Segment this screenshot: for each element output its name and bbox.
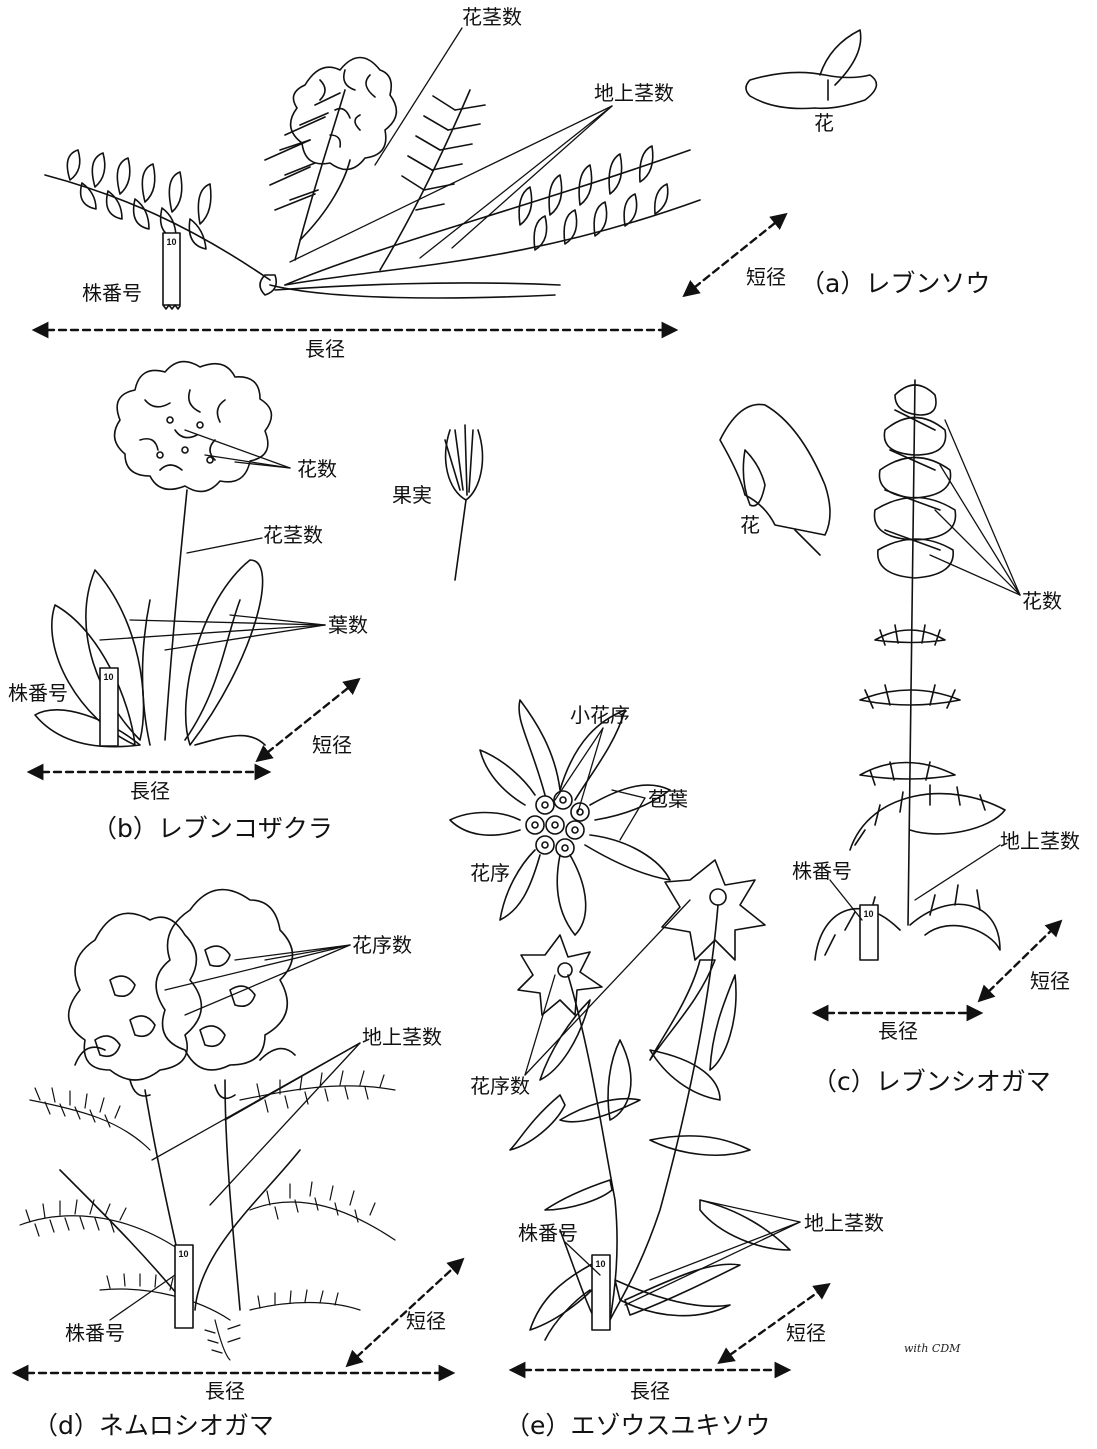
plant-b-long-diameter-label: 長径	[130, 780, 170, 802]
plant-a-flower-detail	[746, 30, 876, 109]
plant-c-flower-count-label: 花数	[1022, 590, 1062, 612]
plant-c-short-diameter-label: 短径	[1030, 970, 1070, 992]
bract-label: 苞葉	[648, 788, 688, 810]
plant-b-flower-count-label: 花数	[297, 458, 337, 480]
plant-b-fruit-label: 果実	[392, 484, 432, 506]
plant-e-plant-number-label: 株番号	[518, 1222, 578, 1244]
plant-a-plant-number-label: 株番号	[82, 282, 142, 304]
plant-a-flower-label: 花	[814, 112, 834, 134]
plant-c-flower-spike	[875, 385, 956, 578]
plant-d-caption: （d）ネムロシオガマ	[33, 1412, 274, 1440]
fruit-drawing	[445, 425, 482, 580]
plant-c-drawing	[720, 380, 1005, 960]
plant-b-flower-umbel	[115, 362, 272, 492]
plant-a-tag-number: 10	[164, 237, 179, 247]
plant-c-long-diameter-label: 長径	[878, 1020, 918, 1042]
plant-d-leader-lines	[110, 945, 360, 1320]
plant-a-flower-cluster	[291, 58, 397, 241]
plant-b-caption: （b）レブンコザクラ	[92, 815, 333, 843]
plant-a-short-diameter-label: 短径	[746, 266, 786, 288]
plant-e-aboveground-stem-count-label: 地上茎数	[804, 1212, 884, 1234]
plant-d-short-diameter-label: 短径	[406, 1310, 446, 1332]
plant-e-short-diameter-label: 短径	[786, 1322, 826, 1344]
plant-b-plant-number-label: 株番号	[8, 682, 68, 704]
floret-label: 小花序	[570, 704, 630, 726]
plant-c-flower-detail	[720, 404, 830, 555]
plant-e-caption: （e）エゾウスユキソウ	[505, 1412, 770, 1440]
plant-c-plant-number-label: 株番号	[792, 860, 852, 882]
plant-a-caption: （a）レブンソウ	[800, 270, 990, 298]
plant-b-flower-stem-count-label: 花茎数	[263, 524, 323, 546]
plant-d-plant-number-label: 株番号	[65, 1322, 125, 1344]
plant-d-drawing	[20, 890, 395, 1360]
plant-a-left-leaflets	[67, 150, 211, 249]
plant-c-caption: （c）レブンシオガマ	[812, 1068, 1051, 1096]
plant-b-drawing	[35, 362, 271, 747]
plant-e-long-diameter-label: 長径	[630, 1380, 670, 1402]
plant-d-aboveground-stem-count-label: 地上茎数	[362, 1026, 442, 1048]
plant-d-inflorescence-count-label: 花序数	[352, 934, 412, 956]
plant-a-flower-stem-count-label: 花茎数	[462, 6, 522, 28]
artist-signature: with CDM	[904, 1342, 960, 1355]
plant-d-tag-number: 10	[176, 1249, 191, 1259]
inflorescence-label: 花序	[470, 862, 510, 884]
plant-e-drawing	[510, 860, 790, 1340]
plant-c-tag-number: 10	[861, 909, 876, 919]
plant-b-leaf-count-label: 葉数	[328, 614, 368, 636]
inflorescence-detail-drawing	[450, 700, 670, 935]
floret-cluster	[526, 791, 589, 857]
plant-a-long-diameter-label: 長径	[305, 338, 345, 360]
plant-c-aboveground-stem-count-label: 地上茎数	[1000, 830, 1080, 852]
plant-e-tag-number: 10	[593, 1259, 608, 1269]
plant-d-flower-heads	[69, 890, 295, 1099]
plant-a-aboveground-stem-count-label: 地上茎数	[594, 82, 674, 104]
plant-e-inflorescence-count-label: 花序数	[470, 1075, 530, 1097]
plant-c-flower-label: 花	[740, 514, 760, 536]
plant-b-short-diameter-label: 短径	[312, 734, 352, 756]
plant-c-leader-lines	[830, 420, 1020, 920]
plant-d-long-diameter-label: 長径	[205, 1380, 245, 1402]
plant-d-fern-foliage	[20, 1071, 395, 1360]
plant-b-tag-number: 10	[101, 672, 116, 682]
